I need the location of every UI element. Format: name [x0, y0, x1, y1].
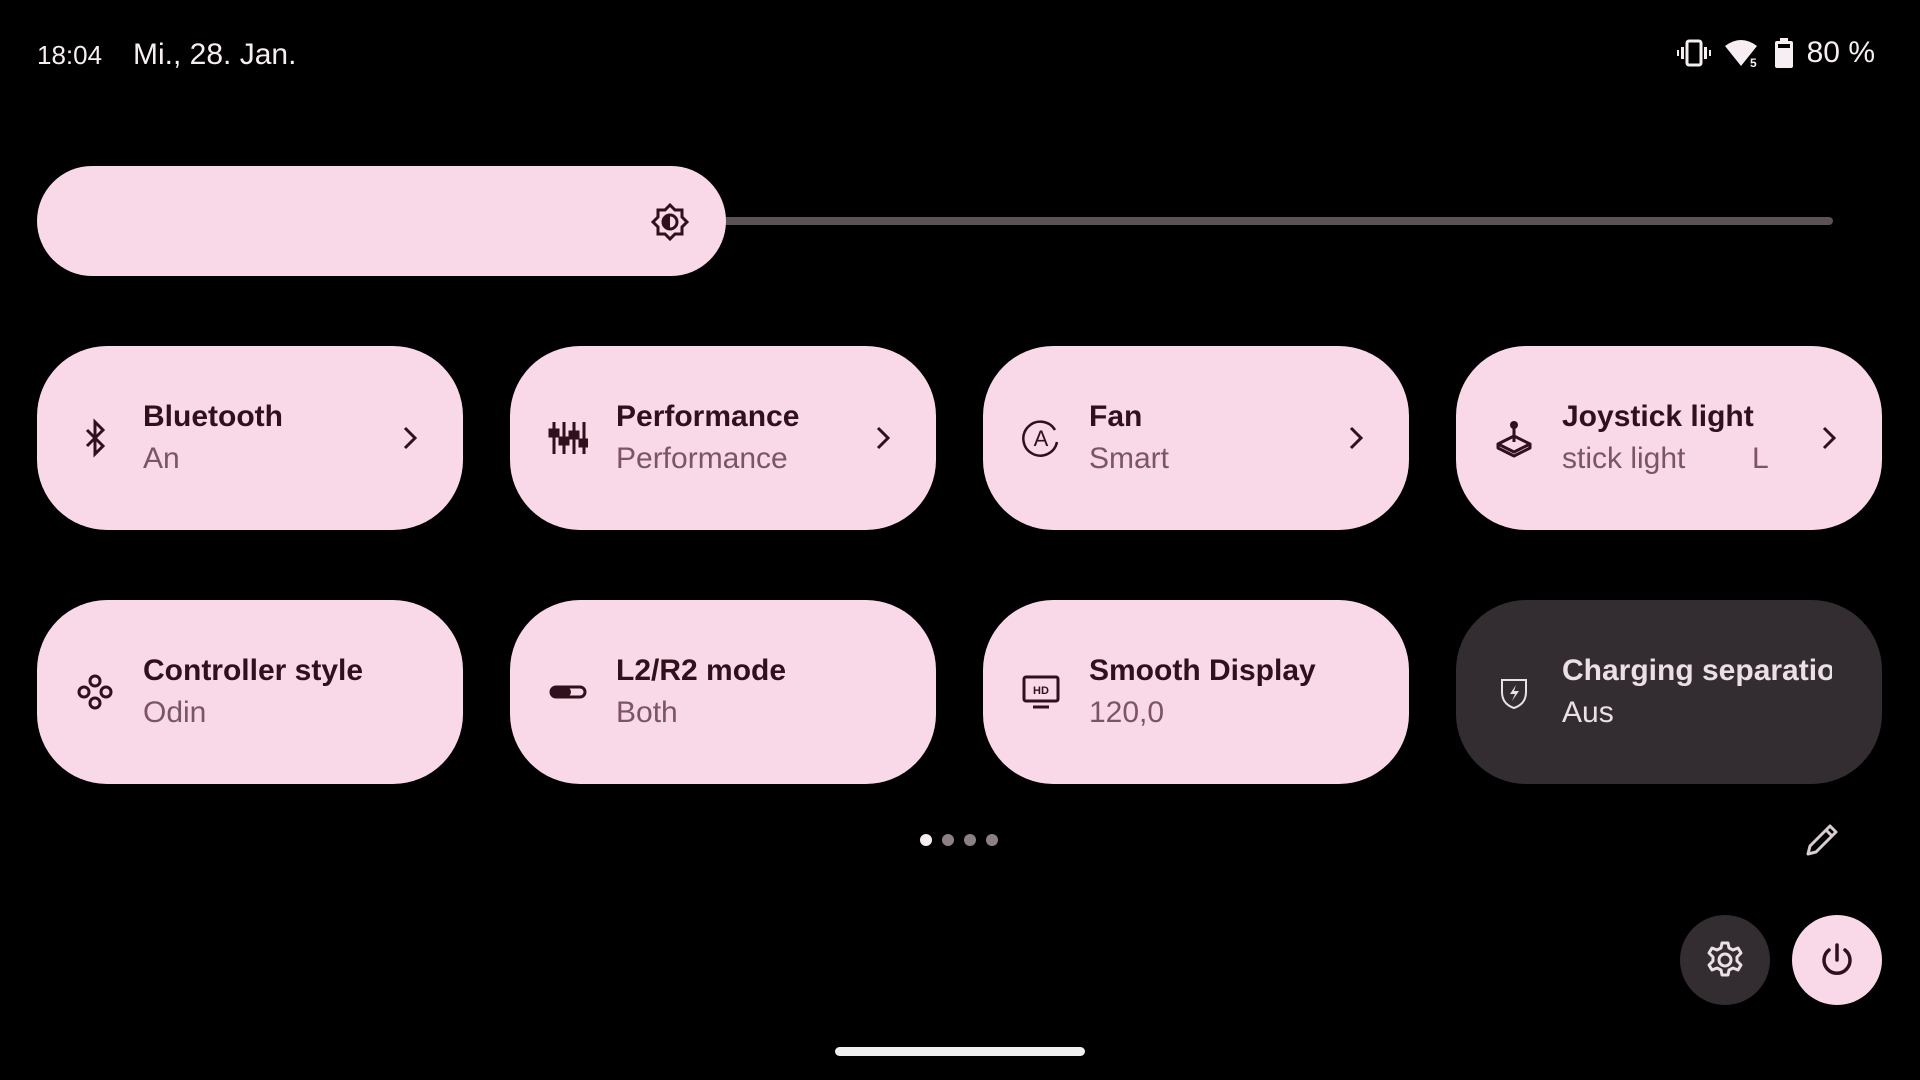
chevron-right-icon[interactable] — [1345, 418, 1369, 458]
brightness-icon — [650, 202, 690, 242]
date: Mi., 28. Jan. — [133, 38, 297, 71]
tile-title: Fan — [1089, 400, 1143, 433]
tile-subtitle: An — [143, 442, 180, 475]
page-dot-1[interactable] — [920, 834, 932, 846]
sliders-icon — [548, 418, 588, 458]
tile-subtitle: Odin — [143, 696, 207, 729]
charging-shield-icon — [1494, 672, 1534, 712]
page-dot-2[interactable] — [942, 834, 954, 846]
tile-subtitle: stick light L — [1562, 442, 1769, 475]
clock: 18:04 — [37, 40, 103, 70]
page-dot-4[interactable] — [986, 834, 998, 846]
svg-text:A: A — [1034, 426, 1049, 451]
brightness-slider-track[interactable] — [700, 217, 1833, 225]
tile-title: Controller style — [143, 654, 364, 687]
power-button[interactable] — [1792, 915, 1882, 1005]
power-icon — [1822, 943, 1852, 975]
svg-text:HD: HD — [1033, 685, 1049, 697]
joystick-icon — [1494, 418, 1534, 458]
tile-title: L2/R2 mode — [616, 654, 787, 687]
settings-button[interactable] — [1680, 915, 1770, 1005]
tile-subtitle: Smart — [1089, 442, 1170, 475]
gear-icon — [1707, 941, 1743, 977]
chevron-right-icon[interactable] — [1818, 418, 1842, 458]
gamepad-icon — [75, 672, 115, 712]
tile-smooth-display[interactable]: HD Smooth Display 120,0 — [983, 600, 1409, 784]
tile-subtitle: Both — [616, 696, 678, 729]
tile-title: Joystick light — [1562, 400, 1754, 433]
status-icons: 5 80 % — [1676, 36, 1875, 70]
tile-title: Smooth Display — [1089, 654, 1316, 687]
battery-percent: 80 % — [1806, 36, 1875, 69]
hd-display-icon: HD — [1021, 672, 1061, 712]
tile-title: Bluetooth — [143, 400, 283, 433]
navigation-handle[interactable] — [835, 1047, 1085, 1056]
fan-auto-icon: A — [1021, 418, 1061, 458]
svg-text:5: 5 — [1750, 56, 1757, 68]
chevron-right-icon[interactable] — [872, 418, 896, 458]
toggle-icon — [548, 672, 588, 712]
chevron-right-icon[interactable] — [399, 418, 423, 458]
tile-subtitle: Performance — [616, 442, 788, 475]
brightness-slider[interactable] — [37, 166, 726, 276]
tile-title: Performance — [616, 400, 800, 433]
tile-title: Charging separation — [1562, 654, 1832, 687]
tile-subtitle: Aus — [1562, 696, 1614, 729]
tile-joystick-light[interactable]: Joystick light stick light L — [1456, 346, 1882, 530]
vibrate-icon — [1676, 39, 1711, 67]
battery-icon — [1774, 38, 1793, 68]
tile-subtitle: 120,0 — [1089, 696, 1165, 729]
page-dot-3[interactable] — [964, 834, 976, 846]
bluetooth-icon — [75, 418, 115, 458]
edit-pencil-icon[interactable] — [1802, 820, 1842, 860]
wifi-icon: 5 — [1724, 40, 1757, 68]
